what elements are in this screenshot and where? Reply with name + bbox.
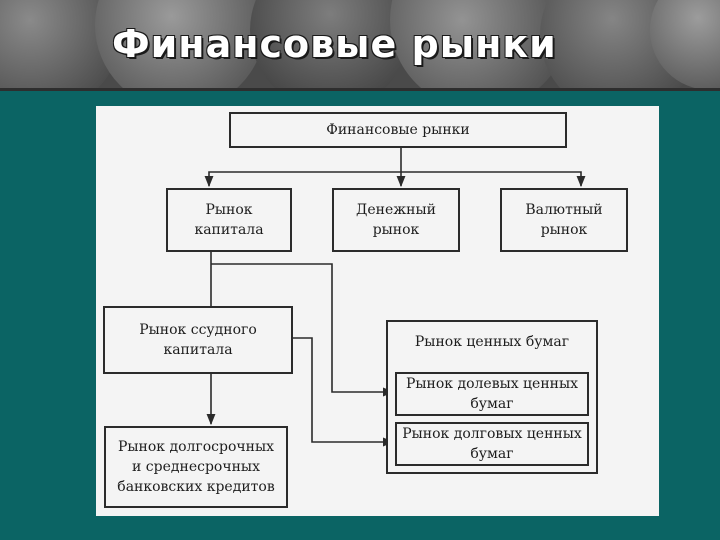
node-label: Рынок долевых ценных бумаг — [397, 374, 587, 414]
node-label: Финансовые рынки — [326, 120, 470, 140]
node-money-market: Денежный рынок — [332, 188, 460, 252]
diagram-canvas: Финансовые рынки Рынок капитала Денежный… — [96, 106, 659, 516]
node-label: Рынок капитала — [194, 200, 263, 240]
node-label: Денежный рынок — [356, 200, 436, 240]
node-currency-market: Валютный рынок — [500, 188, 628, 252]
node-label: Рынок ценных бумаг — [388, 332, 596, 352]
node-capital-market: Рынок капитала — [166, 188, 292, 252]
edge-root-to-capital-market — [209, 172, 401, 186]
edge-root-to-currency-market — [401, 172, 581, 186]
header-divider — [0, 88, 720, 91]
node-debt-securities-market: Рынок долговых ценных бумаг — [395, 422, 589, 466]
edge-loan-capital-to-debt-securities — [291, 338, 393, 442]
header-banner: Финансовые рынки — [0, 0, 720, 90]
node-label: Валютный рынок — [525, 200, 602, 240]
node-label: Рынок долговых ценных бумаг — [397, 424, 587, 464]
node-label: Рынок долгосрочных и среднесрочных банко… — [117, 437, 274, 497]
node-financial-markets: Финансовые рынки — [229, 112, 567, 148]
node-loan-capital-market: Рынок ссудного капитала — [103, 306, 293, 374]
node-equity-securities-market: Рынок долевых ценных бумаг — [395, 372, 589, 416]
page-title: Финансовые рынки — [112, 22, 557, 66]
node-long-term-credit-market: Рынок долгосрочных и среднесрочных банко… — [104, 426, 288, 508]
node-label: Рынок ссудного капитала — [139, 320, 257, 360]
